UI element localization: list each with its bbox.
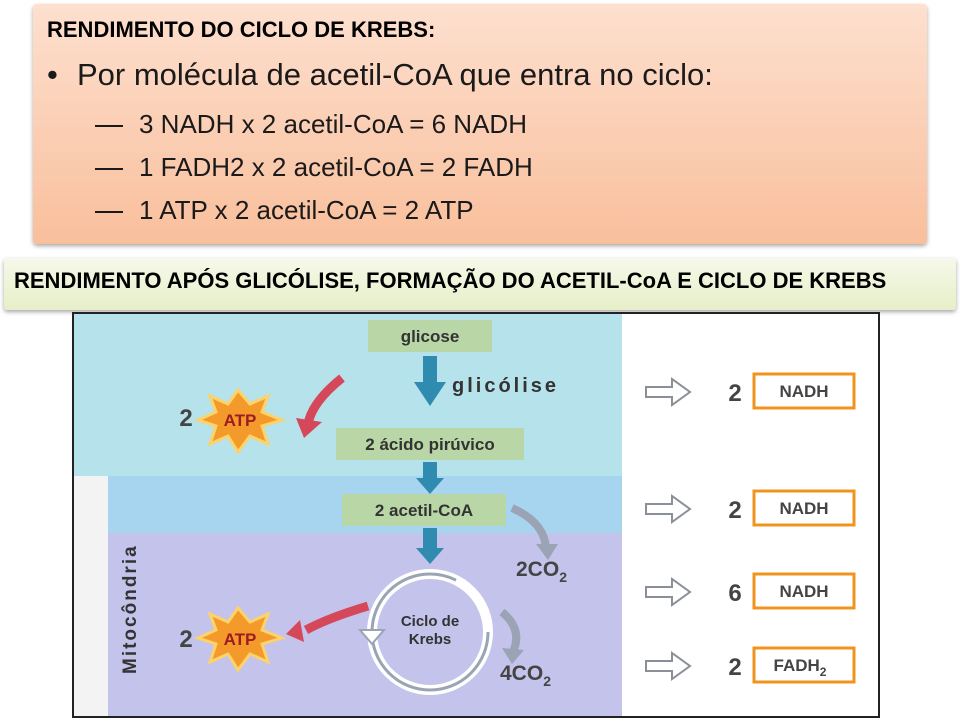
pyruvic-box: [336, 428, 524, 460]
arrow-down-icon: [416, 462, 444, 494]
yield-box: [752, 572, 856, 610]
yield-count: 2: [728, 380, 741, 407]
atp-red-arrow-icon: [303, 601, 370, 634]
glucose-box: [368, 320, 492, 352]
pyruvic-label: 2 ácido pirúvico: [365, 435, 494, 454]
yield-arrow-icon: [645, 577, 692, 607]
yield-count: 6: [728, 580, 741, 607]
yield-label: NADH: [779, 382, 828, 401]
dash-icon: [95, 211, 123, 214]
yield-label: NADH: [779, 582, 828, 601]
bullet-dot-icon: •: [47, 57, 58, 92]
banner-title: RENDIMENTO APÓS GLICÓLISE, FORMAÇÃO DO A…: [14, 268, 887, 293]
summary-bullet: • Por molécula de acetil-CoA que entra no…: [47, 57, 713, 93]
summary-line-nadh: 3 NADH x 2 acetil-CoA = 6 NADH: [95, 109, 527, 140]
yield-label: FADH2: [774, 656, 827, 679]
atp-star-icon: [193, 387, 287, 455]
yield-label: NADH: [779, 499, 828, 518]
yield-count: 2: [728, 497, 741, 524]
co2-arrowhead-icon: [502, 648, 524, 664]
summary-bullet-text: Por molécula de acetil-CoA que entra no …: [77, 57, 713, 92]
acetyl-coa-label: 2 acetil-CoA: [375, 501, 473, 520]
atp-star-label: ATP: [224, 630, 257, 649]
yield-row-glycolysis: 2 NADH: [645, 372, 856, 410]
summary-panel: RENDIMENTO DO CICLO DE KREBS: • Por moléc…: [33, 4, 927, 244]
mitochondria-label-strip: [74, 476, 108, 716]
krebs-label-line1: Ciclo de: [401, 613, 459, 630]
yield-row-krebs-nadh: 6 NADH: [645, 572, 856, 610]
acetyl-coa-box: [342, 494, 506, 526]
atp-star-icon: [193, 605, 287, 673]
summary-title: RENDIMENTO DO CICLO DE KREBS:: [47, 17, 436, 42]
glucose-label: glicose: [401, 327, 460, 346]
glycolysis-label: glicólise: [452, 375, 559, 397]
dash-icon: [95, 168, 123, 171]
yield-box: [752, 489, 856, 527]
matrix-region: [108, 533, 622, 716]
yield-count: 2: [728, 654, 741, 681]
yield-arrow-icon: [645, 494, 692, 524]
cycle-arrow-icon: [357, 629, 387, 646]
banner-panel: RENDIMENTO APÓS GLICÓLISE, FORMAÇÃO DO A…: [4, 258, 956, 310]
dash-icon: [95, 125, 123, 128]
atp-star-bottom: ATP 2: [179, 605, 287, 673]
yield-box: [752, 646, 856, 684]
cellular-respiration-diagram: Mitocôndria glicose glicólise 2 ácido pi…: [72, 312, 880, 718]
atp-star-label: ATP: [224, 411, 257, 430]
krebs-label-line2: Krebs: [409, 631, 452, 648]
arrow-down-icon: [416, 528, 444, 564]
yield-arrow-icon: [645, 651, 692, 681]
arrow-down-icon: [414, 356, 446, 406]
summary-line-atp: 1 ATP x 2 acetil-CoA = 2 ATP: [95, 195, 474, 226]
co2-second: 4CO2: [500, 662, 551, 689]
yield-box: [752, 372, 856, 410]
atp-star-top: ATP 2: [179, 387, 287, 455]
yield-arrow-icon: [645, 377, 692, 407]
co2-first: 2CO2: [516, 558, 567, 585]
summary-line-text: 1 FADH2 x 2 acetil-CoA = 2 FADH: [139, 152, 533, 182]
summary-line-text: 3 NADH x 2 acetil-CoA = 6 NADH: [139, 109, 527, 139]
co2-arrowhead-icon: [536, 544, 558, 560]
summary-line-fadh: 1 FADH2 x 2 acetil-CoA = 2 FADH: [95, 152, 533, 183]
yield-row-acetyl: 2 NADH: [645, 489, 856, 527]
mitochondria-label: Mitocôndria: [120, 544, 141, 674]
atp-count: 2: [179, 405, 192, 432]
atp-arrowhead-icon: [286, 620, 304, 642]
co2-curved-arrow-icon: [510, 504, 550, 549]
atp-arrowhead-icon: [296, 418, 322, 438]
summary-line-text: 1 ATP x 2 acetil-CoA = 2 ATP: [139, 195, 474, 225]
yield-row-krebs-fadh: 2 FADH2: [645, 646, 856, 684]
atp-count: 2: [179, 626, 192, 653]
